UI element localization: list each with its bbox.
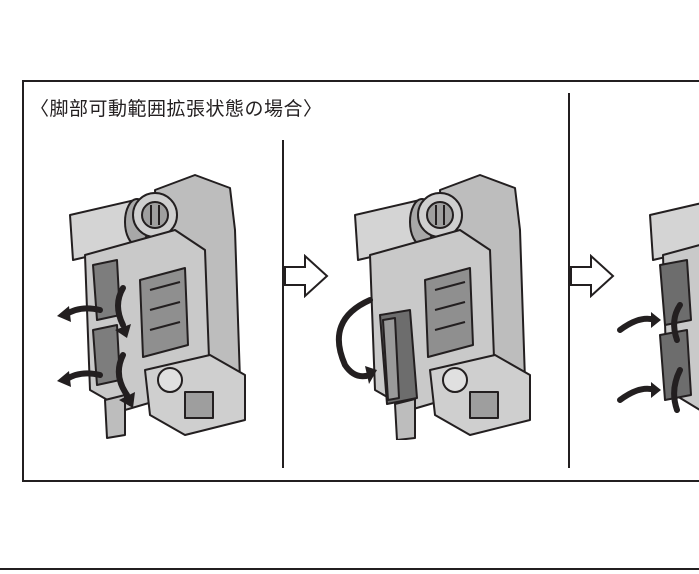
instruction-panel [22, 80, 699, 482]
robot-torso-figure-step1-icon [57, 174, 246, 439]
next-step-arrow-icon [284, 254, 329, 298]
robot-torso-figure-step2-icon [335, 174, 531, 440]
step-divider-2 [568, 93, 570, 468]
page-bottom-rule [0, 568, 699, 570]
robot-torso-figure-step3-icon [617, 202, 699, 413]
step-divider-1 [282, 140, 284, 468]
panel-heading: 〈脚部可動範囲拡張状態の場合〉 [30, 98, 323, 120]
next-step-arrow-icon [570, 254, 615, 298]
